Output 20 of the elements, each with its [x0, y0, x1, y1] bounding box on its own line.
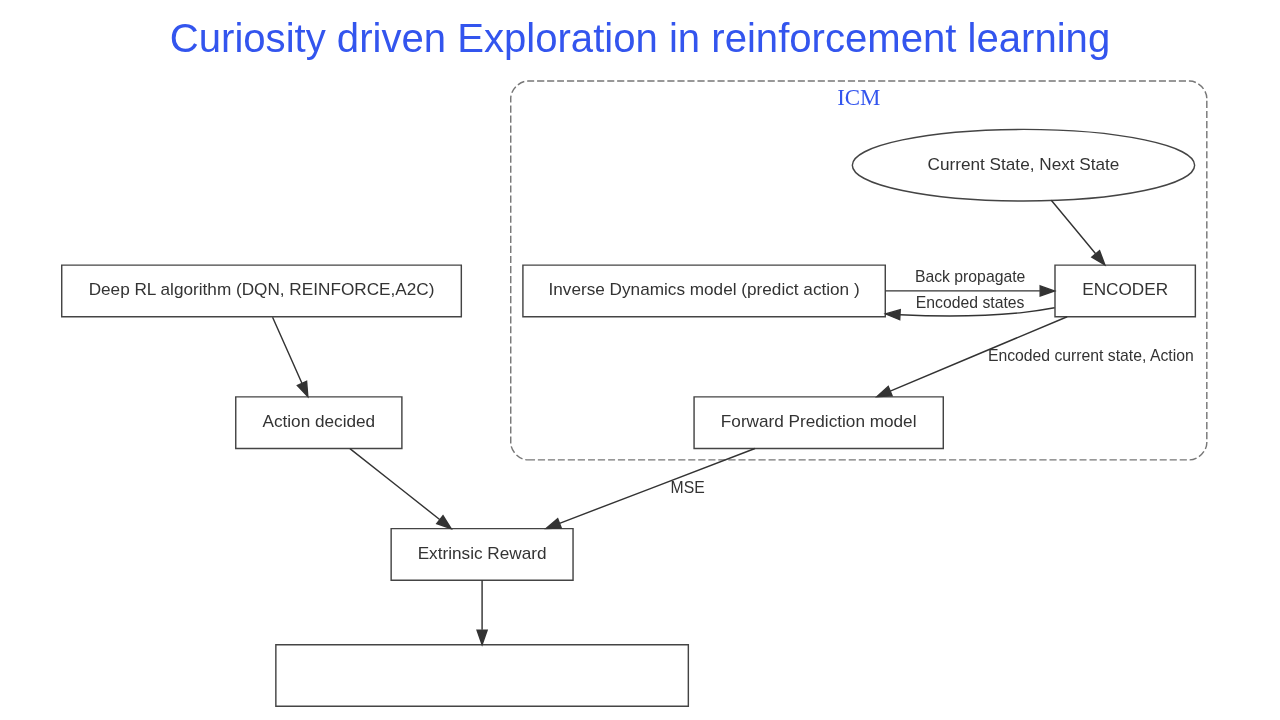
edge-label: MSE — [670, 478, 705, 496]
node-box: Forward Prediction model — [693, 396, 944, 450]
arrow — [349, 447, 453, 530]
node-box: ENCODER — [1054, 264, 1197, 318]
edge-label: Back propagate — [914, 268, 1026, 286]
node-box: Action decided — [235, 396, 403, 450]
arrow — [885, 284, 1057, 297]
node-box: Extrinsic Reward — [390, 527, 574, 581]
node-box: Inverse Dynamics model (predict action ) — [522, 264, 886, 318]
diagram-title: Curiosity driven Exploration in reinforcement learning — [169, 15, 1111, 60]
node-box: Deep RL algorithm (DQN, REINFORCE,A2C) — [61, 264, 463, 318]
arrow — [883, 307, 1056, 321]
node-ellipse: Current State, Next State — [851, 128, 1196, 202]
node-box — [275, 643, 690, 707]
edge-label: Encoded current state, Action — [987, 346, 1194, 364]
arrow — [476, 579, 489, 647]
arrow — [271, 316, 309, 399]
arrow — [1050, 199, 1107, 267]
edge-label: Encoded states — [915, 293, 1025, 311]
arrow — [874, 316, 1068, 398]
